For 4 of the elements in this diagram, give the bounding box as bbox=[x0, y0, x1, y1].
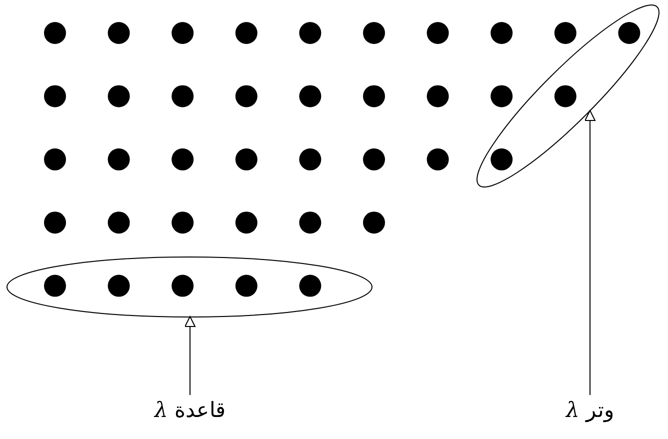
arrow bbox=[584, 110, 596, 396]
ellipse-outline bbox=[474, 2, 662, 190]
arrow bbox=[184, 316, 196, 396]
ellipse-outline bbox=[6, 256, 373, 318]
